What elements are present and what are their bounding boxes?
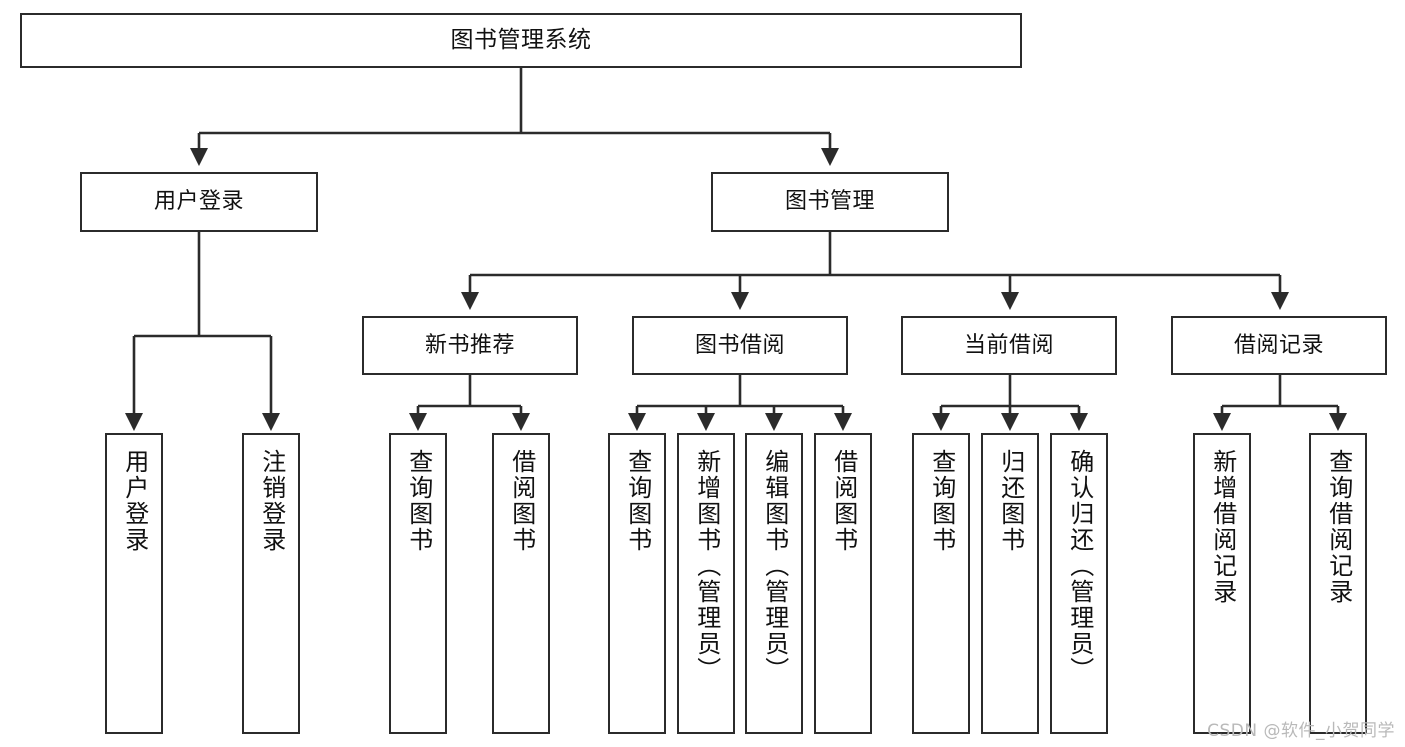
- node-leaf-confirm-return-label: 确认归还（管理员）: [1065, 449, 1094, 683]
- node-current-borrow[interactable]: 当前借阅: [901, 316, 1117, 375]
- node-leaf-borrow-book-1-label: 借阅图书: [507, 449, 536, 553]
- node-leaf-query-record[interactable]: 查询借阅记录: [1309, 433, 1367, 734]
- node-book-borrow-label: 图书借阅: [694, 332, 785, 358]
- node-leaf-user-login-label: 用户登录: [120, 449, 149, 553]
- node-leaf-borrow-book-2[interactable]: 借阅图书: [814, 433, 872, 734]
- node-leaf-confirm-return[interactable]: 确认归还（管理员）: [1050, 433, 1108, 734]
- node-leaf-user-login[interactable]: 用户登录: [105, 433, 163, 734]
- node-leaf-query-book-1[interactable]: 查询图书: [389, 433, 447, 734]
- node-leaf-return-book[interactable]: 归还图书: [981, 433, 1039, 734]
- node-leaf-return-book-label: 归还图书: [996, 449, 1025, 553]
- node-leaf-query-record-label: 查询借阅记录: [1324, 449, 1353, 605]
- node-leaf-logout-label: 注销登录: [257, 449, 286, 553]
- node-borrow-record[interactable]: 借阅记录: [1171, 316, 1387, 375]
- node-leaf-add-book-label: 新增图书（管理员）: [692, 449, 721, 683]
- node-user-login-label: 用户登录: [153, 189, 244, 215]
- node-book-borrow[interactable]: 图书借阅: [632, 316, 848, 375]
- node-new-book-rec[interactable]: 新书推荐: [362, 316, 578, 375]
- node-new-book-rec-label: 新书推荐: [424, 332, 515, 358]
- node-leaf-edit-book-label: 编辑图书（管理员）: [760, 449, 789, 683]
- node-leaf-add-book[interactable]: 新增图书（管理员）: [677, 433, 735, 734]
- node-leaf-query-book-3[interactable]: 查询图书: [912, 433, 970, 734]
- node-root-system[interactable]: 图书管理系统: [20, 13, 1022, 68]
- node-leaf-logout[interactable]: 注销登录: [242, 433, 300, 734]
- node-leaf-borrow-book-2-label: 借阅图书: [829, 449, 858, 553]
- node-current-borrow-label: 当前借阅: [963, 332, 1054, 358]
- node-book-manage-label: 图书管理: [784, 189, 875, 215]
- node-leaf-add-record[interactable]: 新增借阅记录: [1193, 433, 1251, 734]
- node-book-manage[interactable]: 图书管理: [711, 172, 949, 232]
- node-borrow-record-label: 借阅记录: [1233, 332, 1324, 358]
- node-leaf-add-record-label: 新增借阅记录: [1208, 449, 1237, 605]
- node-leaf-query-book-3-label: 查询图书: [927, 449, 956, 553]
- node-leaf-query-book-2-label: 查询图书: [623, 449, 652, 553]
- node-leaf-query-book-1-label: 查询图书: [404, 449, 433, 553]
- node-root-system-label: 图书管理系统: [450, 27, 592, 54]
- node-user-login[interactable]: 用户登录: [80, 172, 318, 232]
- node-leaf-query-book-2[interactable]: 查询图书: [608, 433, 666, 734]
- node-leaf-edit-book[interactable]: 编辑图书（管理员）: [745, 433, 803, 734]
- node-leaf-borrow-book-1[interactable]: 借阅图书: [492, 433, 550, 734]
